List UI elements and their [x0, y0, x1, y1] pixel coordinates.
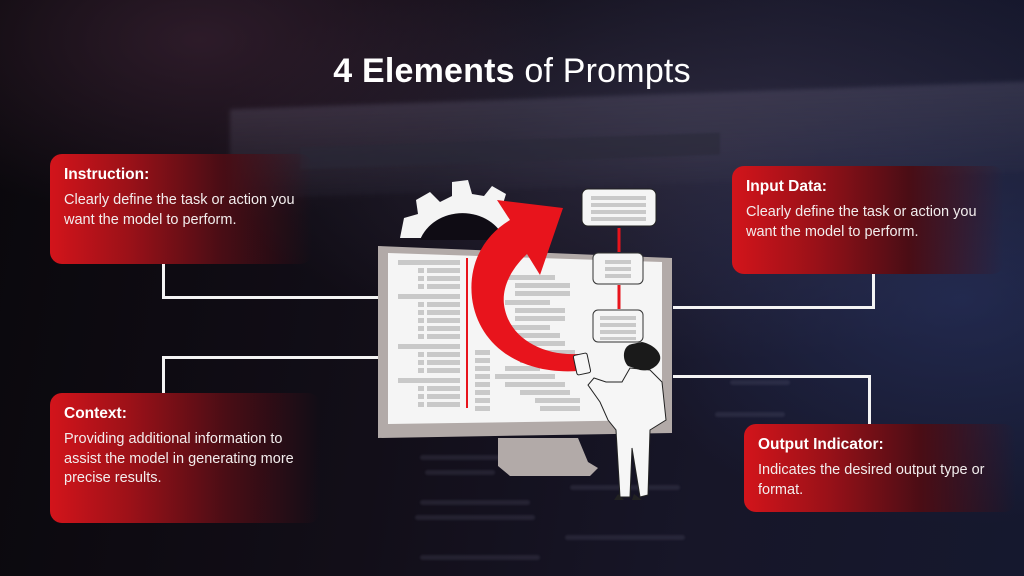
element-card-instruction: Instruction: Clearly define the task or … — [50, 154, 312, 264]
connector-input-horizontal — [673, 306, 875, 309]
element-card-context: Context: Providing additional informatio… — [50, 393, 320, 523]
card-body: Clearly define the task or action you wa… — [64, 192, 295, 228]
card-body: Indicates the desired output type or for… — [758, 462, 985, 498]
connector-instruction-vertical — [162, 262, 165, 299]
background-blurred-text — [565, 535, 685, 540]
card-heading: Context: — [64, 405, 127, 422]
title-light: of Prompts — [514, 52, 691, 90]
card-body: Clearly define the task or action you wa… — [746, 204, 977, 240]
background-blurred-text — [415, 515, 535, 520]
page-title: 4 Elements of Prompts — [0, 52, 1024, 91]
background-blurred-text — [730, 380, 790, 385]
background-blurred-text — [715, 412, 785, 417]
connector-instruction-horizontal — [162, 296, 378, 299]
background-blurred-text — [420, 455, 510, 460]
curved-arrow-icon — [471, 200, 578, 372]
monitor-stand — [498, 438, 598, 476]
card-body: Providing additional information to assi… — [64, 431, 294, 486]
title-bold: 4 Elements — [333, 52, 515, 90]
flowchart-icon — [581, 188, 657, 343]
person-with-tablet-icon — [572, 342, 667, 500]
background-blurred-text — [420, 500, 530, 505]
element-card-output-indicator: Output Indicator: Indicates the desired … — [744, 424, 1016, 512]
background-blurred-text — [425, 470, 495, 475]
connector-output-horizontal — [673, 375, 871, 378]
element-card-input-data: Input Data: Clearly define the task or a… — [732, 166, 1004, 274]
card-heading: Input Data: — [746, 178, 827, 195]
card-heading: Instruction: — [64, 166, 150, 183]
background-blurred-text — [420, 555, 540, 560]
connector-input-vertical — [872, 272, 875, 309]
connector-output-vertical — [868, 375, 871, 425]
connector-context-vertical — [162, 356, 165, 394]
connector-context-horizontal — [162, 356, 378, 359]
card-heading: Output Indicator: — [758, 436, 884, 453]
gear-icon — [400, 180, 528, 240]
